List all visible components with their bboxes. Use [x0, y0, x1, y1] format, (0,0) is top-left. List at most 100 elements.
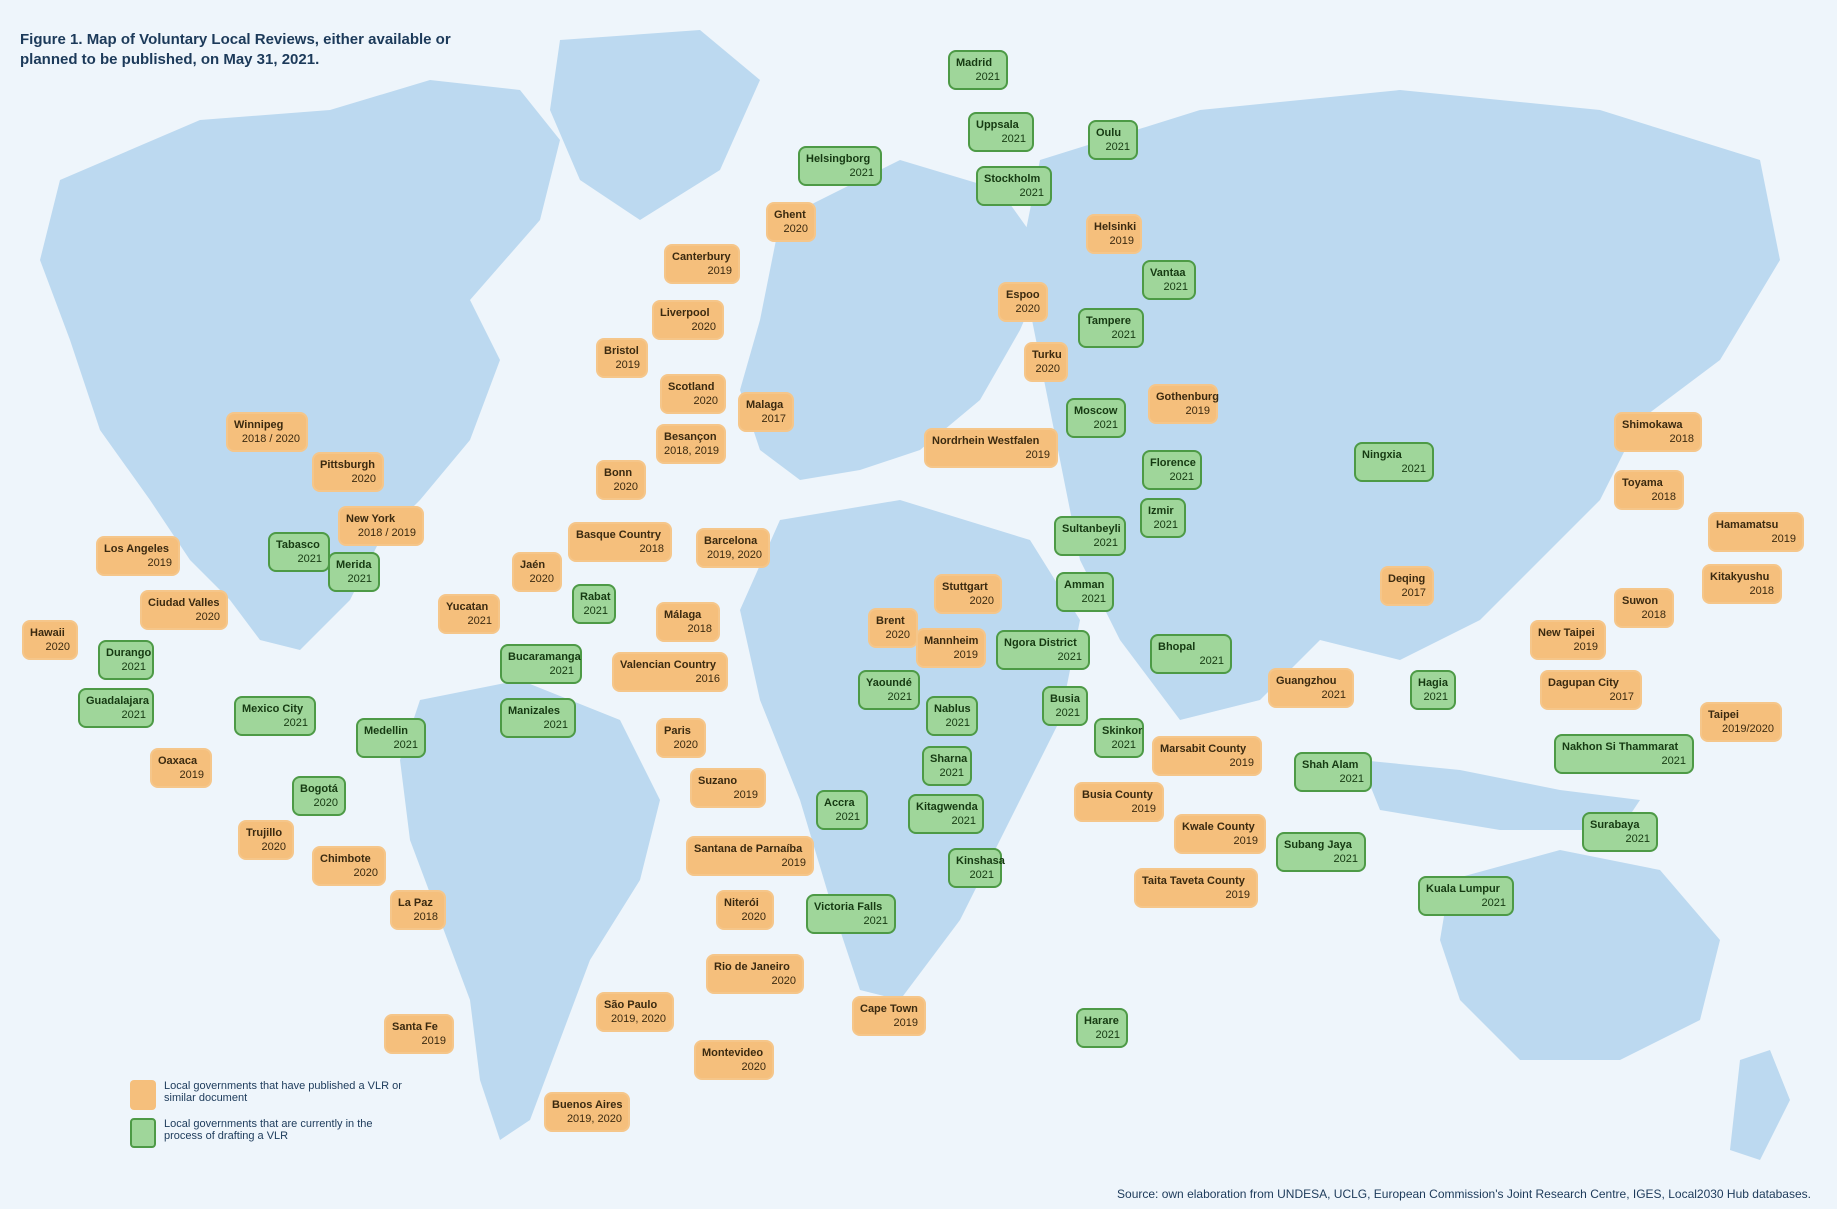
source-note: Source: own elaboration from UNDESA, UCL…	[1117, 1187, 1811, 1201]
figure-title-prefix: Figure 1.	[20, 31, 83, 48]
legend-item-published: Local governments that have published a …	[130, 1080, 404, 1110]
legend-text-published: Local governments that have published a …	[164, 1080, 402, 1104]
greenland-shape	[550, 30, 760, 220]
legend: Local governments that have published a …	[130, 1080, 404, 1156]
africa-shape	[740, 500, 1080, 1000]
legend-item-drafting: Local governments that are currently in …	[130, 1118, 404, 1148]
new-zealand-shape	[1730, 1050, 1790, 1160]
legend-text-drafting: Local governments that are currently in …	[164, 1118, 373, 1142]
north-america-shape	[40, 80, 560, 650]
legend-swatch-published	[130, 1080, 156, 1110]
figure-title-text: Map of Voluntary Local Reviews, either a…	[20, 31, 451, 68]
south-america-shape	[400, 680, 660, 1140]
asia-shape	[1020, 90, 1780, 720]
indonesia-shape	[1360, 760, 1640, 830]
figure-title: Figure 1. Map of Voluntary Local Reviews…	[20, 30, 500, 70]
